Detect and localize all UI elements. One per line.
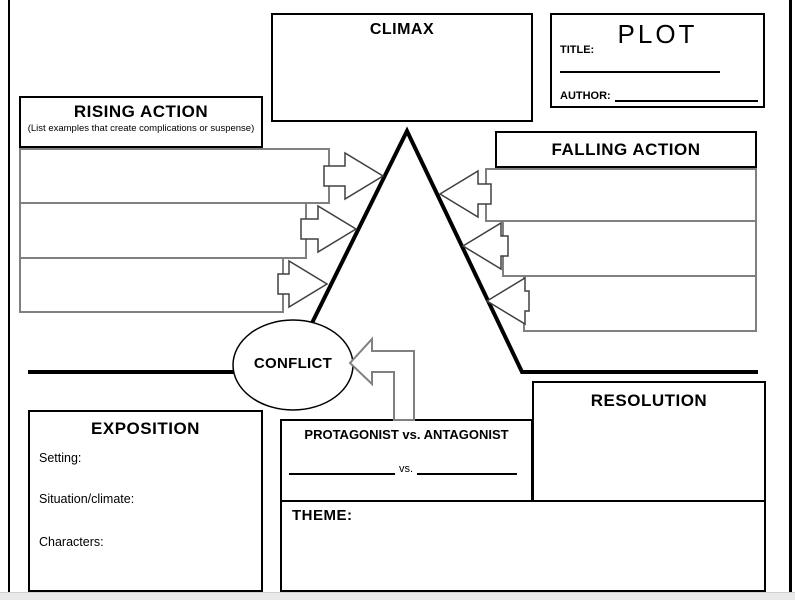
exposition-setting-label: Setting: [39, 451, 82, 465]
plot-author-input-line[interactable] [614, 87, 758, 102]
climax-box[interactable]: CLIMAX [271, 13, 533, 122]
conflict-elbow-arrow [348, 336, 415, 421]
rising-action-item-1[interactable] [19, 148, 330, 204]
plot-title-label: TITLE: [560, 44, 595, 56]
page-left-border [8, 0, 10, 592]
exposition-title: EXPOSITION [91, 419, 200, 438]
falling-action-header: FALLING ACTION [495, 131, 757, 168]
falling-action-item-3[interactable] [523, 275, 757, 332]
conflict-label: CONFLICT [253, 355, 333, 372]
falling-action-item-2[interactable] [502, 220, 757, 277]
window-bottom-strip [0, 592, 795, 600]
protagonist-antagonist-box: PROTAGONIST vs. ANTAGONIST vs. [280, 419, 533, 502]
exposition-characters-label: Characters: [39, 535, 104, 549]
rising-arrow-1 [323, 151, 385, 201]
protagonist-input-line[interactable] [289, 459, 395, 475]
climax-title: CLIMAX [369, 21, 435, 38]
exposition-situation-label: Situation/climate: [39, 492, 135, 506]
resolution-title: RESOLUTION [590, 391, 708, 410]
plot-box: PLOT TITLE: AUTHOR: [550, 13, 765, 108]
rising-action-header: RISING ACTION (List examples that create… [19, 96, 263, 148]
antagonist-input-line[interactable] [417, 459, 518, 475]
falling-arrow-1 [438, 169, 492, 219]
page-right-border [789, 0, 792, 592]
vs-label: vs. [399, 463, 414, 475]
falling-action-title: FALLING ACTION [551, 140, 701, 159]
falling-action-item-1[interactable] [485, 168, 757, 222]
rising-arrow-2 [300, 204, 358, 254]
plot-title: PLOT [617, 19, 698, 49]
rising-action-item-2[interactable] [19, 202, 307, 259]
protagonist-antagonist-title: PROTAGONIST vs. ANTAGONIST [304, 427, 509, 442]
plot-title-input-line[interactable] [560, 57, 720, 73]
rising-action-title: RISING ACTION [73, 102, 209, 121]
rising-action-subtitle: (List examples that create complications… [27, 123, 255, 134]
rising-arrow-3 [277, 259, 329, 309]
plot-author-label: AUTHOR: [560, 90, 611, 102]
theme-box[interactable]: THEME: [280, 500, 766, 592]
rising-action-item-3[interactable] [19, 257, 284, 313]
exposition-box[interactable]: EXPOSITION Setting: Situation/climate: C… [28, 410, 263, 592]
resolution-box[interactable]: RESOLUTION [532, 381, 766, 502]
theme-label: THEME: [292, 507, 353, 524]
